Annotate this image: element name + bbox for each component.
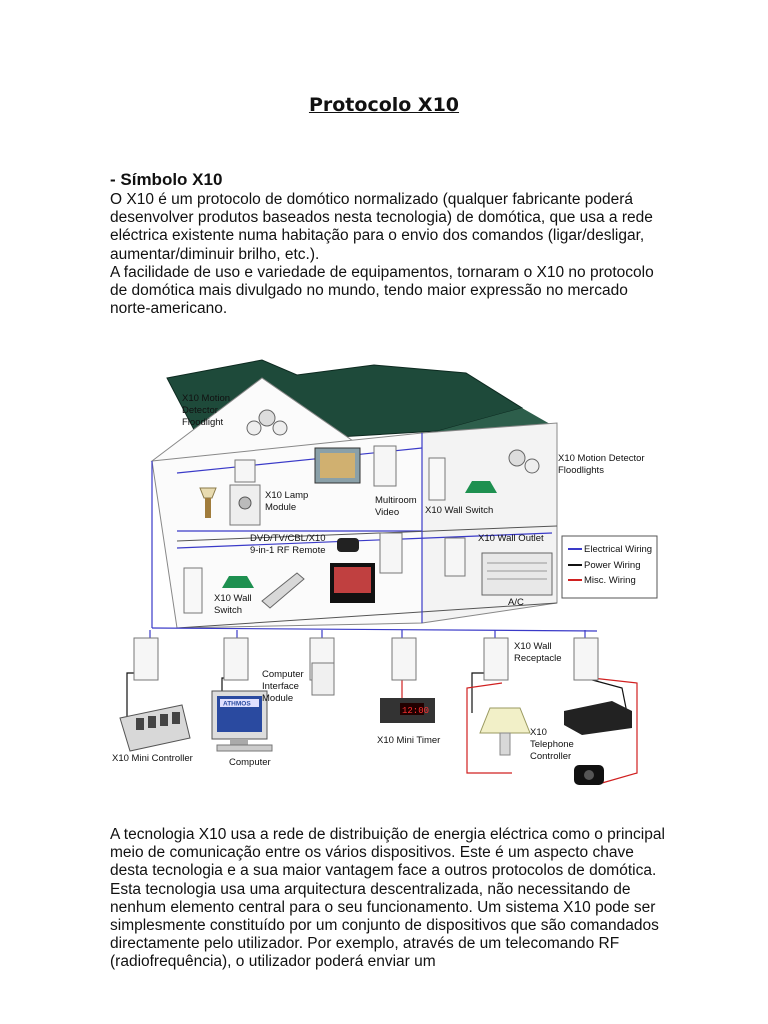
label-wall-outlet: X10 Wall Outlet [478, 533, 544, 544]
label-mini-timer: X10 Mini Timer [377, 735, 440, 746]
timer-display: 12:00 [402, 706, 429, 716]
telephone [574, 765, 604, 785]
label-motion-floodlight: X10 Motion [182, 393, 230, 404]
computer: ATHMOS [211, 690, 273, 752]
label-rf-remote: 9-in-1 RF Remote [250, 545, 326, 556]
table-lamp [479, 707, 531, 756]
label-computer-interface: Module [262, 693, 293, 704]
legend-misc: Misc. Wiring [584, 575, 636, 586]
misc-wiring [401, 677, 638, 784]
camera [337, 538, 359, 552]
label-rf-remote: DVD/TV/CBL/X10 [250, 533, 326, 544]
outlet [391, 637, 417, 681]
label-wall-switch-down: X10 Wall [214, 593, 252, 604]
floodlight-right [508, 449, 540, 474]
lamp-upstairs [199, 487, 217, 518]
label-lamp-module: X10 Lamp [265, 490, 308, 501]
label-wall-switch-up: X10 Wall Switch [425, 505, 493, 516]
power-wiring [126, 672, 628, 719]
outlet [483, 637, 509, 681]
legend-power: Power Wiring [584, 560, 641, 571]
air-conditioner [481, 552, 553, 596]
legend: Electrical Wiring Power Wiring Misc. Wir… [561, 535, 658, 599]
outlet [373, 445, 397, 487]
outlet [444, 537, 466, 577]
rf-remote [261, 572, 305, 609]
label-wall-receptacle: Receptacle [514, 653, 562, 664]
telephone-controller [564, 701, 632, 735]
outlet [223, 637, 249, 681]
floodlight-left [246, 409, 288, 436]
tv-downstairs [330, 563, 375, 603]
page-title: Protocolo X10 [308, 94, 460, 116]
pendant-lamp [465, 481, 497, 493]
floor-line [176, 525, 558, 542]
label-computer-interface: Computer [262, 669, 304, 680]
lamp-module [229, 484, 261, 526]
legend-electrical: Electrical Wiring [584, 544, 652, 555]
label-multiroom-video: Video [375, 507, 399, 518]
section-heading: - Símbolo X10 [110, 170, 223, 189]
mini-controller [119, 704, 191, 752]
mini-timer: 12:00 [380, 698, 435, 723]
pendant-lamp [222, 576, 254, 588]
outlet [379, 532, 403, 574]
label-computer-interface: Interface [262, 681, 299, 692]
label-motion-floodlights: Floodlights [558, 465, 604, 476]
label-ac: A/C [508, 597, 524, 608]
label-motion-floodlight: Floodlight [182, 417, 224, 428]
label-telephone-controller: Telephone [530, 739, 574, 750]
paragraph-intro: O X10 é um protocolo de domótico normali… [110, 191, 653, 263]
label-multiroom-video: Multiroom [375, 495, 417, 506]
label-wall-switch-down: Switch [214, 605, 242, 616]
monitor-brand: ATHMOS [223, 701, 251, 708]
label-motion-floodlight: Detector [182, 405, 218, 416]
computer-interface-module [311, 662, 335, 696]
label-computer: Computer [229, 757, 271, 768]
label-wall-receptacle: X10 Wall [514, 641, 552, 652]
wall-switch-down [183, 567, 203, 614]
outlet [234, 459, 256, 483]
outlet [133, 637, 159, 681]
floor-line [176, 602, 558, 629]
label-telephone-controller: X10 [530, 727, 547, 738]
label-mini-controller: X10 Mini Controller [112, 753, 193, 764]
paragraph-usage: A facilidade de uso e variedade de equip… [110, 264, 654, 318]
paragraph-technology: A tecnologia X10 usa a rede de distribui… [110, 826, 665, 971]
label-lamp-module: Module [265, 502, 296, 513]
label-motion-floodlights: X10 Motion Detector [558, 453, 645, 464]
tv-multiroom [314, 447, 361, 484]
label-telephone-controller: Controller [530, 751, 571, 762]
x10-house-diagram: Electrical Wiring Power Wiring Misc. Wir… [112, 359, 658, 785]
wall-switch-up [428, 457, 446, 501]
outlet [573, 637, 599, 681]
